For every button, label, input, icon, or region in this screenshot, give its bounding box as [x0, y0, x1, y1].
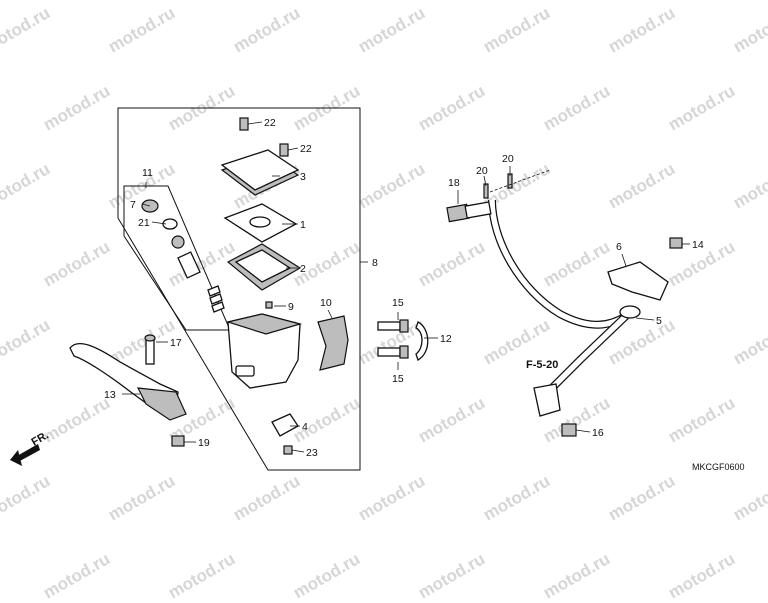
parts-diagram: 22 22 3 1 2 9 8 11 7 21 10 15 15 12 17 1…: [10, 107, 745, 472]
hose-guide: [607, 261, 669, 301]
callout-5: 5: [656, 315, 662, 327]
clip-12: [415, 321, 429, 361]
screw-23: [283, 445, 293, 455]
callout-20-b: 20: [502, 153, 514, 165]
bolt-15-lower: [377, 345, 409, 359]
bolt-14: [669, 237, 683, 249]
group-frame-8: [117, 107, 361, 471]
callout-19: 19: [198, 437, 210, 449]
front-arrow: [10, 444, 40, 466]
callout-18: 18: [448, 177, 460, 189]
bolt-15-upper: [377, 319, 409, 333]
washer-20-a: [483, 183, 489, 199]
callout-9: 9: [288, 301, 294, 313]
master-cylinder-body: [225, 313, 303, 389]
piston-set: [141, 199, 225, 313]
oil-bolt-18: [446, 201, 492, 223]
stop-switch: [271, 413, 299, 437]
reference-label: F-5-20: [526, 359, 558, 371]
callout-15-upper: 15: [392, 297, 404, 309]
diagram-code: MKCGF0600: [692, 462, 745, 472]
callout-16: 16: [592, 427, 604, 439]
screw-22-upper: [239, 117, 249, 131]
callout-22-lower: 22: [300, 143, 312, 155]
callout-20-a: 20: [476, 165, 488, 177]
callout-10: 10: [320, 297, 332, 309]
front-label: FR.: [30, 429, 51, 448]
callout-15-lower: 15: [392, 373, 404, 385]
callout-14: 14: [692, 239, 704, 251]
reservoir-cap: [220, 149, 300, 196]
callout-2: 2: [300, 263, 306, 275]
nut-19: [171, 435, 185, 447]
callout-12: 12: [440, 333, 452, 345]
callout-3: 3: [300, 171, 306, 183]
callout-1: 1: [300, 219, 306, 231]
callout-6: 6: [616, 241, 622, 253]
pivot-bolt-17: [144, 334, 156, 365]
diaphragm-plate: [223, 203, 298, 243]
callout-4: 4: [302, 421, 308, 433]
leader-lines: [122, 121, 690, 453]
callout-22-upper: 22: [264, 117, 276, 129]
screw-22-lower: [279, 143, 289, 157]
brake-hose: [488, 199, 641, 417]
holder-clamp: [317, 315, 349, 371]
callout-13: 13: [104, 389, 116, 401]
callout-21: 21: [138, 217, 150, 229]
group-frame-11: [123, 185, 231, 331]
diaphragm: [226, 243, 302, 291]
callout-17: 17: [170, 337, 182, 349]
callout-11: 11: [142, 167, 153, 179]
callout-8: 8: [372, 257, 378, 269]
bolt-16: [561, 423, 577, 437]
screw-9: [265, 301, 273, 309]
washer-20-b: [507, 173, 513, 189]
brake-lever: [69, 343, 187, 421]
callout-7: 7: [130, 199, 136, 211]
callout-23: 23: [306, 447, 318, 459]
